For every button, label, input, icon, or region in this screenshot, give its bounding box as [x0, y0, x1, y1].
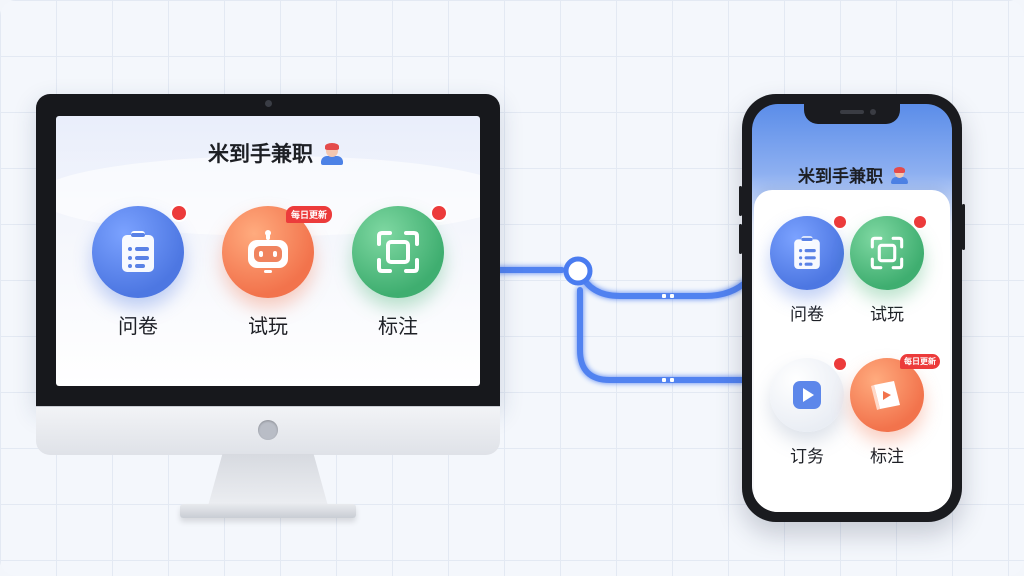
notification-dot: [832, 214, 848, 230]
side-button: [962, 204, 965, 250]
tile-icon-circle: [850, 214, 928, 290]
mobile-tile-annotation[interactable]: 每日更新 标注: [850, 354, 940, 467]
notification-dot: [832, 356, 848, 372]
monitor-base: [180, 504, 356, 518]
clipboard-icon: [794, 236, 820, 269]
robot-icon: [248, 230, 288, 273]
tile-icon-circle: [92, 204, 188, 298]
tile-label: 问卷: [118, 314, 158, 338]
desktop-monitor: 米到手兼职: [36, 94, 500, 520]
mobile-phone: 米到手兼职: [739, 94, 965, 522]
phone-notch: [804, 104, 900, 124]
mascot-icon: [889, 166, 909, 184]
tile-icon-circle: 每日更新: [850, 354, 940, 432]
tile-icon-circle: [352, 204, 448, 298]
desktop-screen: 米到手兼职: [56, 116, 480, 386]
tile-label: 问卷: [790, 305, 824, 325]
cable-junction: [563, 256, 593, 286]
desktop-app-title: 米到手兼职: [208, 138, 345, 168]
tile-label: 标注: [378, 314, 418, 338]
daily-update-badge: 每日更新: [285, 206, 332, 223]
monitor-stand: [208, 454, 328, 506]
daily-update-badge: 每日更新: [900, 354, 940, 369]
tile-icon-circle: [770, 356, 848, 432]
mobile-tile-tasks[interactable]: 订务: [770, 356, 848, 467]
mobile-content-card: 问卷: [754, 190, 950, 512]
tile-label: 订务: [790, 447, 824, 467]
desktop-app-title-text: 米到手兼职: [208, 142, 313, 166]
notification-dot: [170, 204, 188, 222]
notification-dot: [912, 214, 928, 230]
camera-icon: [265, 100, 272, 107]
mascot-icon: [319, 141, 345, 165]
mobile-app-title-text: 米到手兼职: [798, 167, 883, 187]
tile-label: 试玩: [870, 305, 904, 325]
cable-upper: [577, 269, 751, 299]
tag-flag-icon: [871, 381, 900, 410]
clipboard-icon: [122, 231, 154, 272]
tile-label: 标注: [870, 447, 904, 467]
mobile-tile-questionnaire[interactable]: 问卷: [770, 214, 848, 325]
mobile-screen: 米到手兼职: [752, 104, 952, 512]
desktop-tile-questionnaire[interactable]: 问卷: [92, 204, 188, 339]
cable-lower: [577, 287, 748, 383]
tile-label: 试玩: [248, 314, 288, 338]
tile-icon-circle: 每日更新: [222, 206, 332, 298]
volume-button: [739, 224, 742, 254]
notification-dot: [430, 204, 448, 222]
power-button-icon: [258, 420, 278, 440]
tile-icon-circle: [770, 214, 848, 290]
desktop-tile-trial[interactable]: 每日更新 试玩: [222, 206, 332, 339]
desktop-tile-annotation[interactable]: 标注: [352, 204, 448, 339]
play-icon: [793, 381, 821, 409]
mobile-app-title: 米到手兼职: [798, 162, 909, 187]
volume-button: [739, 186, 742, 216]
scan-frame-icon: [377, 231, 419, 273]
monitor-bezel: 米到手兼职: [36, 94, 500, 406]
scan-frame-icon: [870, 236, 904, 270]
mobile-tile-trial[interactable]: 试玩: [850, 214, 928, 325]
